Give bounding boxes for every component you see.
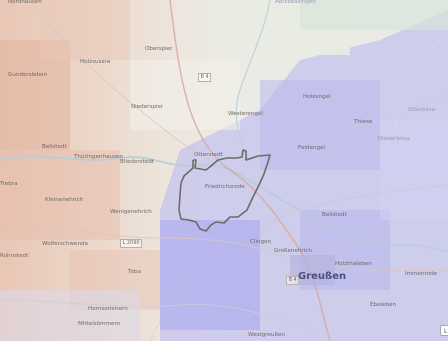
heat-cell [40, 0, 130, 60]
place-label-holzsussra: Holzsussra [80, 59, 111, 65]
road-shield-b4b: B 4 [286, 276, 300, 285]
place-label-top-right: Abtsbessingen [275, 0, 316, 5]
place-label-kleinenehrich: Kleinenehrich [45, 197, 84, 203]
place-label-feldengel: Feldengel [298, 145, 325, 151]
road [394, 29, 448, 131]
place-label-town-greussen: Greußen [298, 271, 347, 282]
place-label-rohnstedt: Rohnstedt [0, 253, 29, 259]
place-label-ebeleben: Ebeleben [370, 302, 397, 308]
heat-cell [0, 290, 140, 341]
railway [149, 184, 448, 341]
place-label-top-left: Nordhausen [8, 0, 42, 5]
place-label-thuringenhausen: Thüringenhausen [74, 154, 123, 160]
road [29, 0, 211, 161]
place-label-otterstedt: Otterstedt [194, 152, 223, 158]
place-label-clingen: Clingen [250, 239, 272, 245]
road-shield-l2090: L 2090 [120, 239, 143, 248]
place-label-wenigenehrich: Wenigenehrich [110, 209, 152, 215]
road [0, 299, 331, 336]
place-label-oberbosa: Oberbösa [408, 107, 436, 113]
place-label-bellstedt: Bellstedt [42, 144, 67, 150]
place-label-thiese: Thiese [354, 119, 373, 125]
place-label-mittelsommern: Mittelsömmern [78, 321, 121, 327]
place-label-bliederstedt: Bliederstedt [120, 159, 154, 165]
road [0, 224, 448, 272]
place-label-holzthaleben: Holzthaleben [335, 261, 372, 267]
place-label-westgreussen: Westgreußen [248, 332, 285, 338]
place-label-trebra: Trebra [0, 181, 18, 187]
place-label-gundersleben: Gundersleben [8, 72, 48, 78]
place-label-grossenehrich: Großenehrich [274, 248, 312, 254]
place-label-wolferschwenda: Wolferschwenda [42, 241, 88, 247]
heat-cell [0, 150, 120, 240]
place-label-greussen: Bellstedt [322, 212, 347, 218]
road [259, 94, 448, 151]
place-label-niederspier: Niederspier [131, 104, 164, 110]
place-label-niederbosa: Niederbösa [378, 136, 410, 142]
place-label-westerengel: Westerengel [228, 111, 263, 117]
selected-area-boundary[interactable] [178, 149, 271, 232]
place-label-toba: Toba [128, 269, 141, 275]
place-label-oberspier: Oberspier [145, 46, 173, 52]
heat-cell [380, 120, 448, 220]
river [0, 155, 448, 253]
zoom-control[interactable]: L [440, 325, 448, 336]
heat-cell [300, 0, 448, 30]
place-label-hornsommern: Hornsommern [88, 306, 128, 312]
river [235, 0, 271, 161]
place-label-immenrode: Immenrode [405, 271, 438, 277]
heat-cell [160, 220, 260, 330]
road-shield-b4: B 4 [198, 73, 212, 82]
place-label-friedrichsrode: Friedrichsrode [205, 184, 245, 190]
place-label-holzengel: Holzengel [303, 94, 331, 100]
